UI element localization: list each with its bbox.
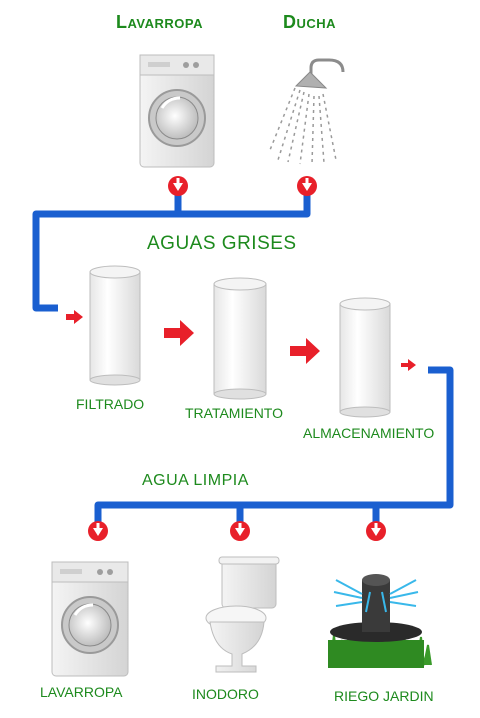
clean-outlet-arrow-1 [88,521,108,541]
flow-arrow-into-filter [66,310,83,324]
source-label-ducha: Ducha [283,12,337,32]
grey-water-pipe [32,192,311,312]
treatment-tank-icon [213,277,267,400]
use-label-riego-jardin: RIEGO JARDIN [334,688,434,704]
flow-arrow-treatment-to-storage [290,338,320,364]
stage-label-almacenamiento: ALMACENAMIENTO [303,425,435,441]
grey-inlet-arrow-2 [297,176,317,196]
use-label-lavarropa: LAVARROPA [40,684,123,700]
use-sprinkler-icon [328,574,432,668]
source-washing-machine-icon [139,54,215,168]
use-toilet-icon [205,556,280,673]
stage-label-filtrado: FILTRADO [76,396,145,412]
flow-arrow-filter-to-treatment [164,320,194,346]
source-shower-head-icon [269,58,345,165]
stage-label-tratamiento: TRATAMIENTO [185,405,283,421]
use-label-inodoro: INODORO [192,686,259,702]
filter-tank-icon [89,265,141,386]
grey-water-title: AGUAS GRISES [147,233,297,254]
grey-inlet-arrow-1 [168,176,188,196]
clean-outlet-arrow-3 [366,521,386,541]
flow-arrow-out-of-storage [401,359,416,371]
clean-outlet-arrow-2 [230,521,250,541]
use-washing-machine-icon [51,561,129,677]
source-label-lavarropa: Lavarropa [116,12,203,32]
clean-water-title: AGUA LIMPIA [142,472,249,489]
clean-water-pipe [94,366,454,522]
storage-tank-icon [339,297,391,418]
